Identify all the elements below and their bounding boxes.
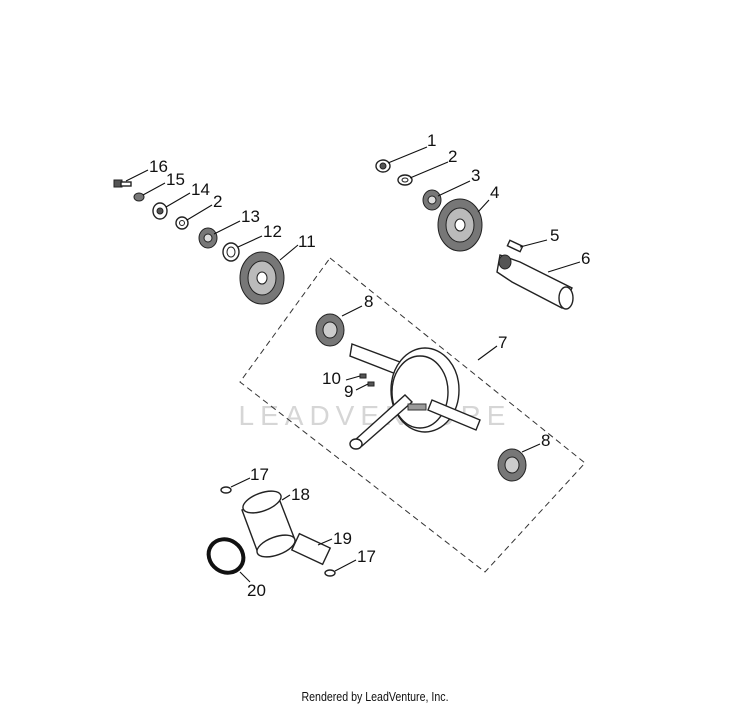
part-18-piston xyxy=(241,490,296,558)
callout-12: 12 xyxy=(263,222,282,241)
part-17-circlip-lower xyxy=(324,569,336,577)
part-19-piston-pin xyxy=(290,532,332,566)
part-6-balancer-shaft xyxy=(496,254,574,310)
leader-lines xyxy=(125,146,581,583)
callout-11: 11 xyxy=(298,232,316,251)
callout-8-upper: 8 xyxy=(364,292,373,311)
part-20-piston-rings xyxy=(206,537,246,575)
callout-14: 14 xyxy=(191,180,210,199)
callout-2-left: 2 xyxy=(213,192,222,211)
callout-13: 13 xyxy=(241,207,260,226)
part-4-drive-gear xyxy=(437,198,483,252)
callout-5: 5 xyxy=(550,226,559,245)
callout-20: 20 xyxy=(247,581,266,600)
part-7-crankshaft xyxy=(349,343,481,450)
part-5-key xyxy=(506,239,524,253)
part-14-nut xyxy=(152,202,168,220)
part-8-bearing-right xyxy=(497,448,527,482)
part-3-gear-small xyxy=(422,189,442,211)
callout-8-lower: 8 xyxy=(541,431,550,450)
callout-16: 16 xyxy=(149,157,168,176)
callout-17-lower: 17 xyxy=(357,547,376,566)
callout-1: 1 xyxy=(427,131,436,150)
part-2-washer-left xyxy=(175,216,189,230)
part-13-bearing xyxy=(198,227,218,249)
callout-9: 9 xyxy=(344,382,353,401)
part-16-bolt xyxy=(113,179,132,188)
part-1-nut xyxy=(375,159,391,173)
callout-4: 4 xyxy=(490,183,499,202)
callout-6: 6 xyxy=(581,249,590,268)
callout-19: 19 xyxy=(333,529,352,548)
callout-3: 3 xyxy=(471,166,480,185)
callout-17-upper: 17 xyxy=(250,465,269,484)
callout-2-right: 2 xyxy=(448,147,457,166)
callout-10: 10 xyxy=(322,369,341,388)
footer-credit: Rendered by LeadVenture, Inc. xyxy=(301,690,449,704)
part-11-balancer-gear xyxy=(239,251,285,305)
callout-7: 7 xyxy=(498,333,507,352)
assembly-boundary xyxy=(239,257,586,573)
callout-18: 18 xyxy=(291,485,310,504)
part-17-circlip-upper xyxy=(220,486,232,494)
part-15-spring xyxy=(133,192,145,202)
part-8-bearing-left xyxy=(315,313,345,347)
callout-15: 15 xyxy=(166,170,185,189)
part-12-washer xyxy=(222,242,240,262)
part-2-washer xyxy=(397,174,413,186)
